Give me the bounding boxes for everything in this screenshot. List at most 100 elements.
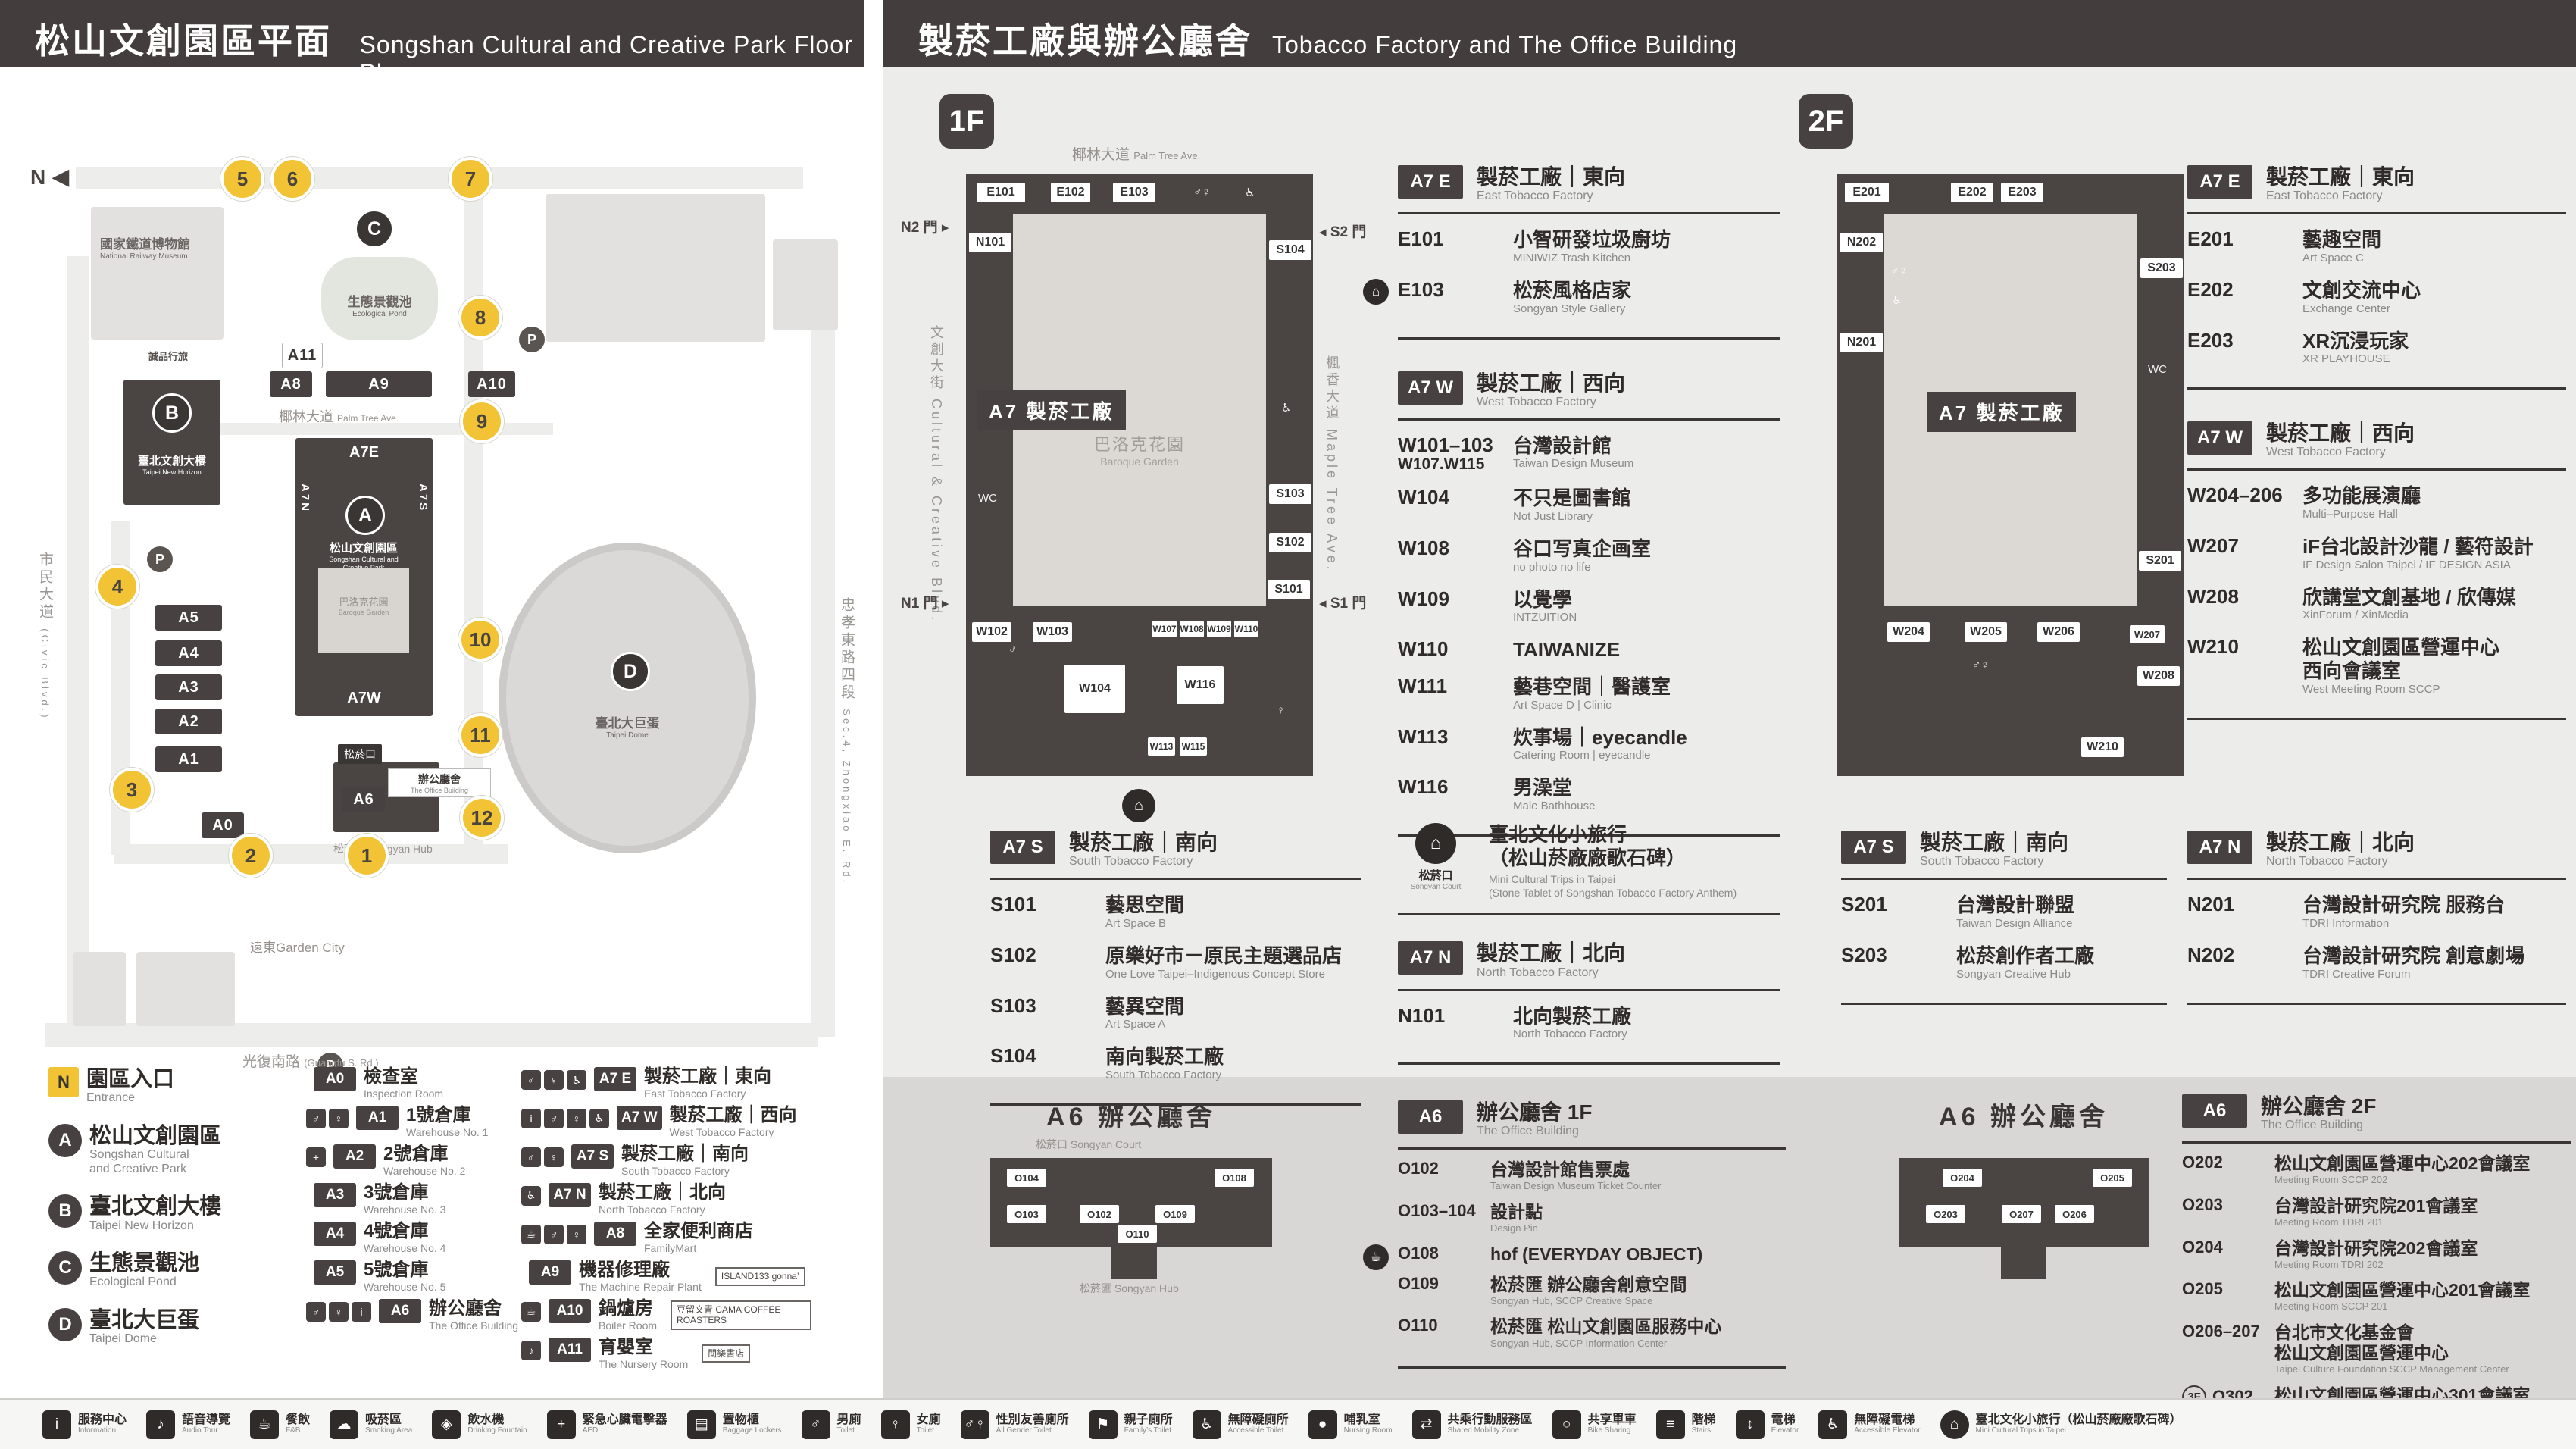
amenity-label: 餐飲 F&B bbox=[286, 1413, 311, 1435]
section-chip: A7 N bbox=[1398, 941, 1463, 975]
legend-chip: A7 S bbox=[571, 1144, 614, 1169]
amenity-icon: ≡ bbox=[1655, 1410, 1685, 1439]
amenity-icon: ♿ bbox=[1818, 1410, 1848, 1439]
legend-row: D 臺北大巨蛋 Taipei Dome bbox=[48, 1307, 299, 1347]
room-name: 不只是圖書館 Not Just Library bbox=[1513, 487, 1632, 524]
amenity-icon: ☕ bbox=[521, 1224, 541, 1244]
amenity-icon: ○ bbox=[1552, 1410, 1581, 1439]
room-id: W207 bbox=[2187, 534, 2239, 558]
legend-row: A5 5號倉庫 Warehouse No. 5 bbox=[306, 1260, 521, 1293]
room-name: 台灣設計研究院201會議室 Meeting Room TDRI 201 bbox=[2274, 1195, 2478, 1228]
amenity-icon: ☕ bbox=[250, 1410, 280, 1439]
bottom-bar-item: ☕ 餐飲 F&B bbox=[250, 1410, 310, 1439]
legend-row: ♂♀ A1 1號倉庫 Warehouse No. 1 bbox=[306, 1105, 521, 1138]
parking-icon: P bbox=[147, 546, 173, 572]
room-id: S201 bbox=[1841, 893, 1887, 916]
room-id: W208 bbox=[2187, 584, 2239, 608]
section-title: 製菸工廠｜東向 East Tobacco Factory bbox=[1477, 165, 1626, 203]
legend-chip: A3 bbox=[314, 1182, 356, 1207]
room-name: 小智研發垃圾廚坊 MINIWIZ Trash Kitchen bbox=[1513, 228, 1671, 264]
room-name: 設計點 Design Pin bbox=[1490, 1201, 1543, 1235]
pond-label: 生態景觀池 Ecological Pond bbox=[347, 295, 412, 318]
south-wing bbox=[1266, 174, 1313, 606]
room-id: O206–207 bbox=[2182, 1322, 2260, 1341]
legend-text: 製菸工廠｜南向 South Tobacco Factory bbox=[621, 1143, 749, 1177]
legend-amenities: + bbox=[306, 1147, 326, 1167]
city-block bbox=[546, 194, 765, 342]
legend-chip: A7 N bbox=[549, 1182, 591, 1207]
section-chip: A7 S bbox=[990, 831, 1055, 864]
room-id: S203 bbox=[1841, 943, 1887, 966]
room-row: W104 不只是圖書館 Not Just Library bbox=[1398, 487, 1780, 524]
amenity-label: 飲水機 Drinking Fountain bbox=[467, 1413, 527, 1435]
legend-amenities: ♪ bbox=[521, 1340, 541, 1360]
amenity-icon: ♿ bbox=[521, 1185, 541, 1206]
room-name: 藝思空間 Art Space B bbox=[1105, 893, 1185, 930]
section-chip: A7 E bbox=[1398, 165, 1463, 199]
amenity-label: 性別友善廁所 All Gender Toilet bbox=[996, 1413, 1069, 1435]
legend-row: + A2 2號倉庫 Warehouse No. 2 bbox=[306, 1144, 521, 1177]
room-id: E101 bbox=[1398, 227, 1444, 251]
west-wing bbox=[966, 606, 1313, 776]
room-id: N101 bbox=[1398, 1003, 1446, 1027]
room-name: 松山文創園區營運中心 西向會議室 West Meeting Room SCCP bbox=[2302, 636, 2500, 696]
room-name: 松山文創園區營運中心202會議室 Meeting Room SCCP 202 bbox=[2274, 1153, 2531, 1186]
amenity-icon: ♀ bbox=[567, 1224, 586, 1244]
room-row: S103 藝異空間 Art Space A bbox=[990, 994, 1361, 1032]
room-id: S102 bbox=[990, 943, 1036, 966]
bottom-bar-item: + 緊急心臟電擊器 AED bbox=[546, 1410, 667, 1439]
amenity-icon: ♀ bbox=[329, 1301, 349, 1322]
bottom-bar-item: ⇄ 共乘行動服務區 Shared Mobility Zone bbox=[1411, 1410, 1533, 1439]
amenity-label: 女廁 Toilet bbox=[916, 1413, 941, 1435]
legend-row: N 園區入口 Entrance bbox=[48, 1067, 299, 1106]
section-2f-south: A7 S 製菸工廠｜南向 South Tobacco Factory S201 … bbox=[1841, 831, 2167, 1005]
songyan-court-icon: ⌂ bbox=[1415, 823, 1456, 864]
room-name: 以覺學 INTZUITION bbox=[1513, 587, 1577, 624]
legend-row: A0 檢查室 Inspection Room bbox=[306, 1066, 521, 1100]
left-panel-header: 松山文創園區平面圖 Songshan Cultural and Creative… bbox=[0, 0, 864, 111]
amenity-icon: ♀ bbox=[329, 1108, 349, 1128]
amenity-label: 吸菸區 Smoking Area bbox=[365, 1413, 413, 1435]
room-list: O202 松山文創園區營運中心202會議室 Meeting Room SCCP … bbox=[2182, 1153, 2571, 1438]
legend-row: A 松山文創園區 Songshan Cultural and Creative … bbox=[48, 1123, 299, 1176]
legend-text: 園區入口 Entrance bbox=[86, 1067, 175, 1105]
list-a6-2f: A6 辦公廳舍 2F The Office Building O202 松山文創… bbox=[2182, 1094, 2571, 1449]
baroque-garden-label: 巴洛克花園 Baroque Garden bbox=[1093, 435, 1185, 468]
amenity-icon: ● bbox=[1308, 1410, 1337, 1439]
legend-row: ☕ A10 鍋爐房 Boiler Room 豆留文青 CAMA COFFEE R… bbox=[521, 1298, 864, 1332]
legend-chip: A bbox=[48, 1123, 82, 1157]
room-row: O109 松菸匯 辦公廳舍創意空間 Songyan Hub, SCCP Crea… bbox=[1398, 1274, 1786, 1307]
room-name: 谷口写真企画室 no photo no life bbox=[1513, 537, 1652, 574]
room-row: O202 松山文創園區營運中心202會議室 Meeting Room SCCP … bbox=[2182, 1153, 2571, 1186]
amenity-icon: ☁ bbox=[330, 1410, 359, 1439]
landmark-a-marker: A bbox=[345, 496, 385, 535]
legend-row: C 生態景觀池 Ecological Pond bbox=[48, 1250, 299, 1290]
legend-text: 檢查室 Inspection Room bbox=[364, 1066, 444, 1100]
songyan-court-entry: ⌂ 松菸口 Songyan Court 臺北文化小旅行 （松山菸廠廠歌石碑） M… bbox=[1398, 823, 1780, 916]
landmark-b-marker: B bbox=[152, 393, 192, 433]
amenity-icon: ♀ bbox=[567, 1108, 586, 1128]
section-chip: A7 N bbox=[2187, 831, 2252, 864]
room-name: 台灣設計研究院 創意劇場 TDRI Creative Forum bbox=[2302, 944, 2525, 981]
section-chip: A6 bbox=[2182, 1094, 2247, 1128]
baroque-garden: 巴洛克花園 Baroque Garden bbox=[318, 568, 409, 653]
section-title: 製菸工廠｜南向 South Tobacco Factory bbox=[1920, 831, 2069, 868]
room-row: O203 台灣設計研究院201會議室 Meeting Room TDRI 201 bbox=[2182, 1195, 2571, 1228]
legend-text: 5號倉庫 Warehouse No. 5 bbox=[364, 1259, 446, 1293]
list-1f-east-west: A7 E 製菸工廠｜東向 East Tobacco Factory E101 小… bbox=[1363, 165, 1780, 868]
room-name: 台灣設計聯盟 Taiwan Design Alliance bbox=[1956, 893, 2075, 930]
legend-chip: A2 bbox=[333, 1144, 376, 1169]
legend-chip: A7 E bbox=[594, 1067, 636, 1091]
north-wing bbox=[966, 174, 1013, 606]
room-name: iF台北設計沙龍 / 藝符設計 IF Design Salon Taipei /… bbox=[2302, 535, 2534, 571]
cultural-blvd-label: 文創大街 Cultural & Creative Blvd. bbox=[929, 325, 944, 624]
legend-row: i♂♀♿ A7 W 製菸工廠｜西向 West Tobacco Factory bbox=[521, 1105, 864, 1138]
building-chip: A8 bbox=[270, 371, 312, 397]
room-name: 炊事場｜eyecandle Catering Room | eyecandle bbox=[1513, 725, 1687, 762]
amenity-icon: ⌂ bbox=[1940, 1410, 1969, 1439]
room-name: 欣講堂文創基地 / 欣傳媒 XinForum / XinMedia bbox=[2302, 585, 2516, 622]
amenity-label: 無障礙電梯 Accessible Elevator bbox=[1854, 1413, 1921, 1435]
